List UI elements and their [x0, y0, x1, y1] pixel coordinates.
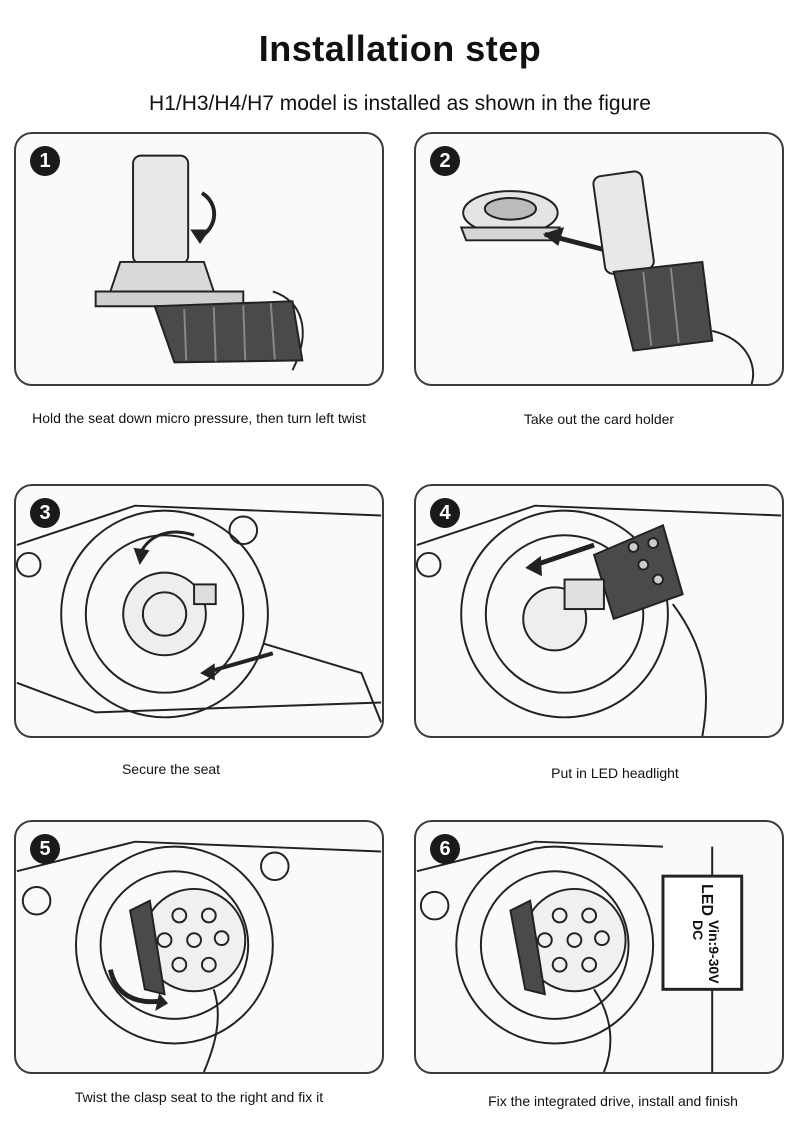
step-2-badge: 2 [430, 146, 460, 176]
driver-box-line1: LED [698, 884, 715, 916]
step-1-badge: 1 [30, 146, 60, 176]
step-3-illustration [16, 504, 382, 723]
step-2-caption: Take out the card holder [523, 411, 675, 427]
step-6-badge: 6 [430, 834, 460, 864]
driver-box-line2: Vin:9-30V DC [690, 920, 722, 984]
step-4-panel: 4 [414, 484, 784, 738]
step-5-caption: Twist the clasp seat to the right and fi… [74, 1089, 324, 1105]
step-1-panel: 1 [14, 132, 384, 386]
step-2-illustration [459, 170, 755, 384]
step-2-panel: 2 [414, 132, 784, 386]
step-3-caption: Secure the seat [121, 761, 221, 777]
step-4-caption: Put in LED headlight [551, 765, 679, 781]
step-1-illustration [94, 154, 304, 371]
step-6-illustration [416, 840, 744, 1072]
step-4-illustration [416, 504, 782, 736]
page-title: Installation step [258, 28, 542, 69]
step-3-badge: 3 [30, 498, 60, 528]
driver-box-label: LED Vin:9-30V DC [668, 884, 744, 984]
step-5-panel: 5 [14, 820, 384, 1074]
step-6-caption: Fix the integrated drive, install and fi… [488, 1093, 738, 1109]
step-5-illustration [16, 840, 382, 1072]
step-6-panel: 6 LED Vin:9-30V DC [414, 820, 784, 1074]
step-1-caption: Hold the seat down micro pressure, then … [32, 410, 366, 426]
page-subtitle: H1/H3/H4/H7 model is installed as shown … [149, 92, 651, 115]
step-4-badge: 4 [430, 498, 460, 528]
step-3-panel: 3 [14, 484, 384, 738]
step-5-badge: 5 [30, 834, 60, 864]
